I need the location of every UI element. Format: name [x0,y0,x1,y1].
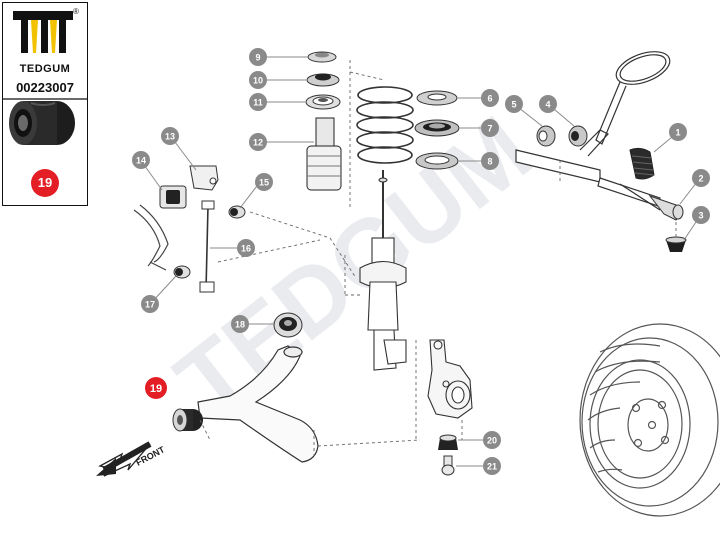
brand-name: TEDGUM [19,63,71,75]
callout-6: 6 [481,89,499,107]
coil-spring [356,86,414,164]
callout-9: 9 [249,48,267,66]
callout-21: 21 [483,457,501,475]
svg-text:9: 9 [255,53,260,63]
guide-lines [199,60,677,456]
part-14-stabilizer-bushing [159,185,187,209]
front-arrow: FRONT [96,441,167,477]
callout-20: 20 [483,431,501,449]
highlight-badge-number: 19 [37,175,53,190]
wheel [579,323,720,517]
callout-19: 19 [145,377,167,399]
callout-16: 16 [237,239,255,257]
logo-emblem [3,11,87,197]
part-17-link-bushing [173,265,191,279]
highlight-badge [31,169,59,197]
lower-control-arm [197,345,319,463]
callout-5: 5 [505,95,523,113]
callout-4: 4 [539,95,557,113]
part-10-strut-mount [306,73,340,87]
svg-text:8: 8 [487,157,492,167]
callout-11: 11 [249,93,267,111]
callout-12: 12 [249,133,267,151]
svg-text:6: 6 [487,94,492,104]
svg-text:1: 1 [675,128,680,138]
part-19-arm-bushing [172,408,203,432]
bushing-product-image [9,101,75,145]
part-15-link-bushing [228,205,246,219]
part-2-tie-rod-end [648,194,684,221]
callout-14: 14 [132,151,150,169]
svg-text:2: 2 [698,174,703,184]
part-4-rack-bushing [568,125,588,147]
steering-assembly [515,51,671,211]
svg-text:14: 14 [136,156,146,166]
callout-8: 8 [481,152,499,170]
svg-text:19: 19 [150,383,162,395]
part-8-spring-pad [415,152,459,170]
registered-mark: ® [73,7,79,16]
part-6-spring-seat [416,90,458,106]
part-11-bearing [305,94,341,110]
product-info-box: ® TEDGUM 00223007 19 [2,2,88,206]
part-21-ball-joint [441,455,455,476]
part-13-bracket [189,165,219,191]
svg-text:12: 12 [253,138,263,148]
stabilizer-bar [133,204,169,271]
callout-3: 3 [692,206,710,224]
svg-text:3: 3 [698,211,703,221]
svg-text:17: 17 [145,300,155,310]
svg-text:10: 10 [253,76,263,86]
callout-1: 1 [669,123,687,141]
callout-10: 10 [249,71,267,89]
part-5-rack-bushing [536,125,556,147]
part-number: 00223007 [16,80,74,95]
part-16-stabilizer-link [199,200,215,293]
svg-text:18: 18 [235,320,245,330]
part-7-bearing [414,119,460,137]
svg-text:16: 16 [241,244,251,254]
svg-text:20: 20 [487,436,497,446]
svg-text:15: 15 [259,178,269,188]
svg-text:5: 5 [511,100,516,110]
steering-knuckle [427,339,473,419]
svg-text:13: 13 [165,132,175,142]
callout-18: 18 [231,315,249,333]
svg-text:21: 21 [487,462,497,472]
svg-text:7: 7 [487,124,492,134]
callout-13: 13 [161,127,179,145]
part-12-dust-boot [306,117,342,191]
part-1-steering-boot [629,147,655,180]
callout-7: 7 [481,119,499,137]
svg-text:11: 11 [253,98,263,108]
callout-17: 17 [141,295,159,313]
part-9-top-mount [307,51,337,63]
callout-2: 2 [692,169,710,187]
svg-text:4: 4 [545,100,550,110]
part-18-arm-bushing [273,312,303,338]
part-20-ball-joint-boot [438,434,458,450]
callout-15: 15 [255,173,273,191]
part-3-tie-rod-boot [665,236,687,252]
watermark: TEDGUM [157,96,551,436]
shock-absorber-strut [359,170,407,371]
